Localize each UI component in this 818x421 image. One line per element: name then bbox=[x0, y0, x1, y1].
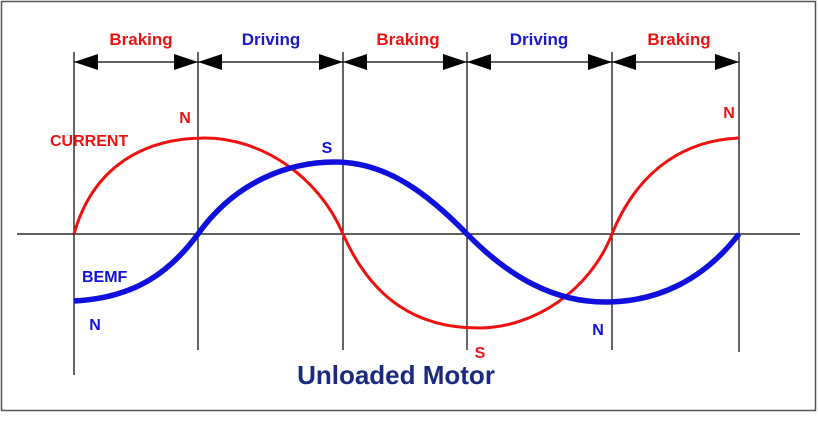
pole-label-current-trough: S bbox=[475, 345, 486, 362]
segment-label-driving: Driving bbox=[510, 30, 569, 49]
bemf-curve bbox=[73, 159, 742, 305]
segment-labels: Braking Driving Braking Driving Braking bbox=[109, 30, 710, 49]
diagram-frame bbox=[0, 0, 817, 412]
segment-label-braking: Braking bbox=[376, 30, 439, 49]
segment-label-braking: Braking bbox=[109, 30, 172, 49]
pole-label-bemf-peak: S bbox=[322, 140, 333, 157]
segment-label-driving: Driving bbox=[242, 30, 301, 49]
pole-label-bemf-start: N bbox=[89, 317, 101, 334]
segment-label-braking: Braking bbox=[647, 30, 710, 49]
current-curve bbox=[72, 136, 740, 330]
diagram-title: Unloaded Motor bbox=[297, 360, 495, 390]
pole-label-current-peak: N bbox=[179, 110, 191, 127]
current-label: CURRENT bbox=[50, 133, 128, 150]
pole-label-bemf-trough: N bbox=[592, 322, 604, 339]
boundary-lines bbox=[73, 52, 740, 375]
bemf-label: BEMF bbox=[82, 269, 128, 286]
pole-label-current-end: N bbox=[723, 105, 735, 122]
